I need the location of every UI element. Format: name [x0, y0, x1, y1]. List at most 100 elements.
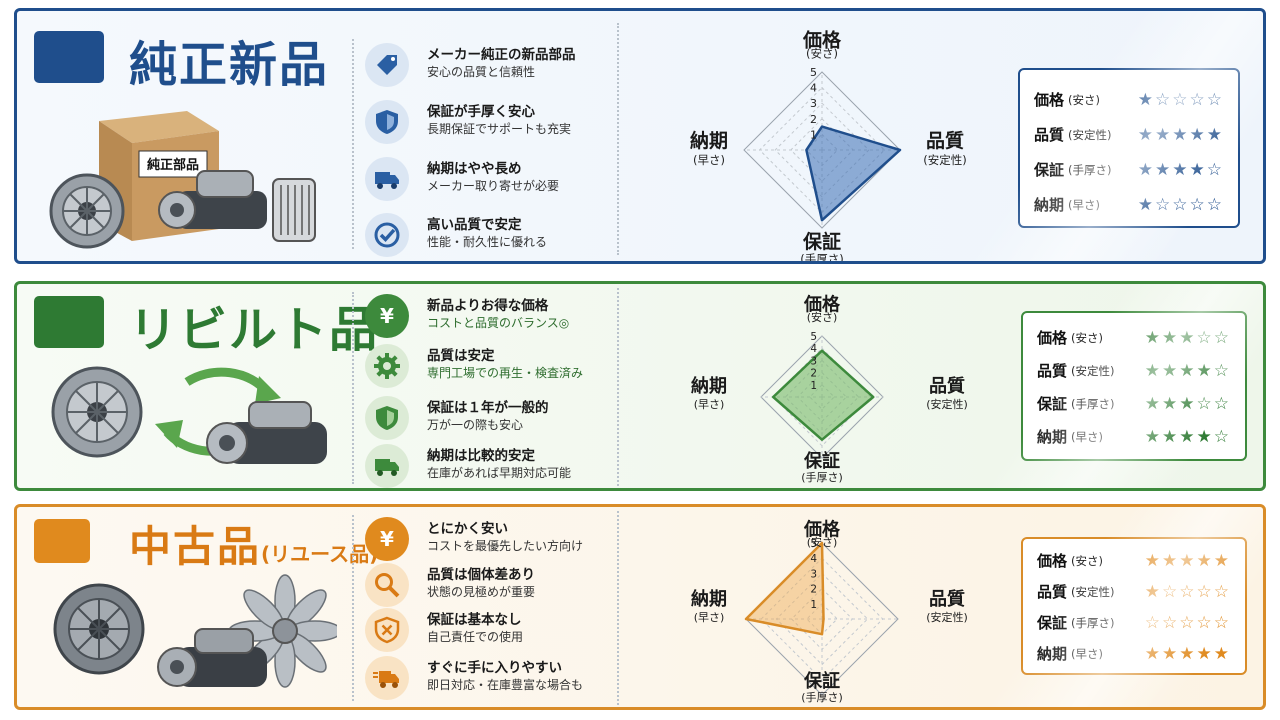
feature-item: 保証が手厚く安心 長期保証でサポートも充実	[365, 98, 615, 148]
feature-heading: 新品よりお得な価格	[427, 298, 549, 314]
feature-heading: 品質は個体差あり	[427, 567, 535, 583]
rating-row: 品質(安定性)★★★★☆	[1037, 360, 1231, 381]
feature-sub: 万が一の際も安心	[427, 418, 524, 432]
section-used: 中古品(リユース品) ¥ とにか	[14, 504, 1266, 710]
box-label: 純正部品	[147, 157, 199, 173]
star-rating: ★★★☆☆	[1144, 327, 1231, 348]
radar-axis-sublabel: (安定性)	[923, 153, 966, 167]
shield-icon	[365, 100, 409, 144]
feature-sub: 安心の品質と信頼性	[427, 65, 536, 79]
radar-tick-label: 5	[810, 331, 817, 343]
radar-axis-label: 品質	[929, 375, 965, 397]
grid-ring	[743, 71, 901, 229]
star-rating: ★★★★★	[1144, 643, 1231, 664]
feature-sub: 在庫があれば早期対応可能	[427, 466, 572, 480]
radar-tick-label: 1	[810, 128, 817, 141]
feature-sub: メーカー取り寄せが必要	[427, 179, 560, 193]
radar-axis-sublabel: (早さ)	[693, 153, 725, 167]
feature-sub: コストと品質のバランス◎	[427, 316, 570, 330]
feature-item: 納期はやや長め メーカー取り寄せが必要	[365, 155, 615, 205]
radar-axis-label: 品質	[926, 129, 964, 152]
section-title: 中古品(リユース品)	[129, 522, 379, 571]
divider	[352, 292, 354, 484]
feature-item: ¥ 新品よりお得な価格 コストと品質のバランス◎	[365, 292, 615, 342]
rating-row: 納期(早さ)★☆☆☆☆	[1034, 194, 1224, 215]
truck-icon	[365, 157, 409, 201]
star-rating: ★☆☆☆☆	[1144, 581, 1231, 602]
feature-item: 保証は１年が一般的 万が一の際も安心	[365, 394, 615, 444]
star-rating: ★★★★★	[1137, 124, 1224, 145]
feature-sub: 性能・耐久性に優れる	[427, 235, 548, 249]
radar-axis-sublabel: (手厚さ)	[801, 470, 843, 484]
feature-item: ¥ とにかく安い コストを最優先したい方向け	[365, 515, 615, 565]
radar-series-area	[771, 349, 875, 441]
feature-heading: 保証は１年が一般的	[427, 400, 549, 416]
section-rebuilt: リビルト品 ¥ 新品よりお得な価格 コストと品質のバランス◎ 品質は安定 専門工…	[14, 281, 1266, 491]
svg-text:¥: ¥	[380, 527, 394, 551]
feature-sub: 長期保証でサポートも充実	[427, 122, 572, 136]
radar-tick-label: 1	[810, 599, 817, 611]
color-swatch	[34, 296, 104, 348]
feature-sub: 状態の見極めが重要	[427, 585, 536, 599]
divider	[617, 288, 619, 486]
section-title: リビルト品	[129, 302, 380, 358]
star-rating: ★★★★☆	[1137, 159, 1224, 180]
color-swatch	[34, 31, 104, 83]
radar-axis-label: 保証	[803, 450, 840, 472]
rating-row: 価格(安さ)★★★☆☆	[1037, 327, 1231, 348]
magnifier-icon	[365, 563, 409, 607]
radar-axis-label: 価格	[803, 518, 841, 540]
rating-box: 価格(安さ)★★★★★ 品質(安定性)★☆☆☆☆ 保証(手厚さ)☆☆☆☆☆ 納期…	[1021, 537, 1247, 675]
star-rating: ★★★★☆	[1144, 360, 1231, 381]
feature-heading: 品質は安定	[427, 348, 495, 364]
radar-tick-label: 4	[810, 343, 817, 355]
star-rating: ★★★★☆	[1144, 426, 1231, 447]
star-rating: ★☆☆☆☆	[1137, 89, 1224, 110]
feature-heading: 保証は基本なし	[427, 612, 522, 628]
radar-axis-sublabel: (安定性)	[926, 397, 968, 411]
section-genuine-new: 純正新品 純正部品 メーカー純正の新品部品 安心の品質と信頼性 保証が手厚く安心…	[14, 8, 1266, 264]
star-rating: ☆☆☆☆☆	[1144, 612, 1231, 633]
feature-sub: 専門工場での再生・検査済み	[427, 366, 584, 380]
radar-axis-label: 価格	[802, 28, 842, 51]
feature-heading: メーカー純正の新品部品	[427, 47, 576, 63]
star-rating: ★★★★★	[1144, 550, 1231, 571]
no-warranty-shield-icon	[365, 608, 409, 652]
tag-icon	[365, 43, 409, 87]
rating-row: 品質(安定性)★★★★★	[1034, 124, 1224, 145]
feature-heading: とにかく安い	[427, 521, 508, 537]
radar-tick-label: 2	[810, 113, 817, 126]
rating-row: 納期(早さ)★★★★☆	[1037, 426, 1231, 447]
rating-row: 保証(手厚さ)☆☆☆☆☆	[1037, 612, 1231, 633]
yen-icon: ¥	[365, 517, 409, 561]
feature-heading: 納期はやや長め	[427, 161, 522, 177]
radar-tick-label: 4	[810, 553, 817, 565]
feature-item: 品質は個体差あり 状態の見極めが重要	[365, 561, 615, 611]
feature-heading: 納期は比較的安定	[427, 448, 535, 464]
radar-tick-label: 4	[810, 82, 817, 95]
radar-axis-label: 納期	[691, 588, 727, 610]
radar-tick-label: 3	[810, 355, 817, 367]
radar-axis-sublabel: (安さ)	[807, 310, 838, 324]
radar-axis-label: 保証	[803, 670, 840, 692]
radar-axis-label: 保証	[802, 230, 841, 253]
radar-axis-sublabel: (手厚さ)	[801, 690, 843, 704]
rating-row: 価格(安さ)★☆☆☆☆	[1034, 89, 1224, 110]
feature-item: すぐに手に入りやすい 即日対応・在庫豊富な場合も	[365, 654, 615, 704]
parts-illustration	[53, 574, 337, 688]
divider	[617, 511, 619, 705]
svg-text:¥: ¥	[380, 304, 394, 328]
feature-item: 納期は比較的安定 在庫があれば早期対応可能	[365, 442, 615, 488]
gear-icon	[365, 344, 409, 388]
feature-heading: 保証が手厚く安心	[427, 104, 535, 120]
star-rating: ★★★☆☆	[1144, 393, 1231, 414]
section-title: 純正新品	[129, 37, 330, 93]
rating-row: 納期(早さ)★★★★★	[1037, 643, 1231, 664]
shield-icon	[365, 396, 409, 440]
divider	[352, 515, 354, 701]
feature-item: 品質は安定 専門工場での再生・検査済み	[365, 342, 615, 392]
feature-heading: すぐに手に入りやすい	[427, 660, 562, 676]
rating-row: 品質(安定性)★☆☆☆☆	[1037, 581, 1231, 602]
